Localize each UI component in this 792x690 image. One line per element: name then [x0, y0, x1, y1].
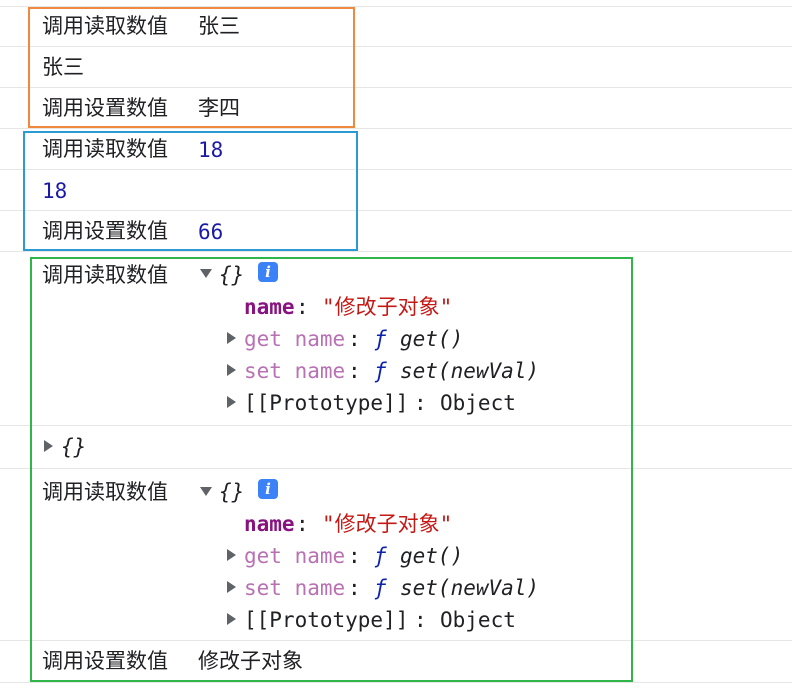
console-row-divider — [0, 425, 792, 469]
console-row-divider — [0, 6, 792, 47]
console-row-divider — [0, 468, 792, 641]
log-set-value: 李四 — [198, 96, 240, 120]
getter-label[interactable]: get name — [244, 327, 346, 351]
expand-triangle-icon[interactable] — [227, 613, 236, 625]
prototype-label[interactable]: [[Prototype]] — [244, 391, 409, 415]
expand-triangle-icon[interactable] — [227, 396, 236, 408]
log-set-label: 调用设置数值 — [42, 649, 168, 673]
expand-triangle-icon[interactable] — [227, 364, 236, 376]
log-plain-number: 18 — [42, 179, 68, 203]
function-symbol: ƒ — [374, 576, 387, 600]
object-string-value: "修改子对象" — [322, 295, 453, 319]
log-get-label: 调用读取数值 — [42, 137, 168, 161]
setter-sep: : — [348, 359, 374, 383]
prototype-value: Object — [440, 391, 516, 415]
function-symbol: ƒ — [374, 359, 387, 383]
log-set-label: 调用设置数值 — [42, 219, 168, 243]
console-row-divider — [0, 46, 792, 88]
log-get-label: 调用读取数值 — [42, 480, 168, 504]
console-row-divider — [0, 128, 792, 170]
console-row-divider — [0, 87, 792, 129]
collapsed-object[interactable]: {} — [61, 435, 87, 459]
getter-signature: get() — [400, 327, 464, 351]
console-row-divider — [0, 251, 792, 426]
console-row-divider — [0, 640, 792, 683]
info-icon[interactable]: i — [258, 479, 278, 499]
object-key: name — [244, 512, 295, 536]
log-set-value: 修改子对象 — [198, 649, 303, 673]
object-colon: : — [296, 295, 322, 319]
log-set-number: 66 — [198, 220, 224, 244]
info-icon[interactable]: i — [258, 262, 278, 282]
log-get-number: 18 — [198, 138, 224, 162]
expand-triangle-icon[interactable] — [227, 581, 236, 593]
setter-label[interactable]: set name — [244, 576, 346, 600]
setter-sep: : — [348, 576, 374, 600]
expand-triangle-icon[interactable] — [200, 487, 212, 496]
expand-triangle-icon[interactable] — [44, 440, 53, 452]
prototype-sep: : — [414, 608, 440, 632]
object-key: name — [244, 295, 295, 319]
log-get-label: 调用读取数值 — [42, 263, 168, 287]
object-string-value: "修改子对象" — [322, 512, 453, 536]
function-symbol: ƒ — [374, 327, 387, 351]
prototype-sep: : — [414, 391, 440, 415]
expand-triangle-icon[interactable] — [227, 549, 236, 561]
log-set-label: 调用设置数值 — [42, 96, 168, 120]
console-row-divider — [0, 0, 792, 7]
log-plain-value: 张三 — [42, 55, 84, 79]
setter-label[interactable]: set name — [244, 359, 346, 383]
setter-signature: set(newVal) — [400, 576, 540, 600]
object-brace[interactable]: {} — [219, 263, 245, 287]
getter-sep: : — [348, 544, 374, 568]
console-row-divider — [0, 210, 792, 252]
expand-triangle-icon[interactable] — [227, 332, 236, 344]
console-row-divider — [0, 169, 792, 211]
prototype-label[interactable]: [[Prototype]] — [244, 608, 409, 632]
object-colon: : — [296, 512, 322, 536]
getter-signature: get() — [400, 544, 464, 568]
log-get-value: 张三 — [198, 14, 240, 38]
function-symbol: ƒ — [374, 544, 387, 568]
log-get-label: 调用读取数值 — [42, 14, 168, 38]
getter-sep: : — [348, 327, 374, 351]
getter-label[interactable]: get name — [244, 544, 346, 568]
setter-signature: set(newVal) — [400, 359, 540, 383]
object-brace[interactable]: {} — [219, 480, 245, 504]
prototype-value: Object — [440, 608, 516, 632]
expand-triangle-icon[interactable] — [200, 269, 212, 278]
